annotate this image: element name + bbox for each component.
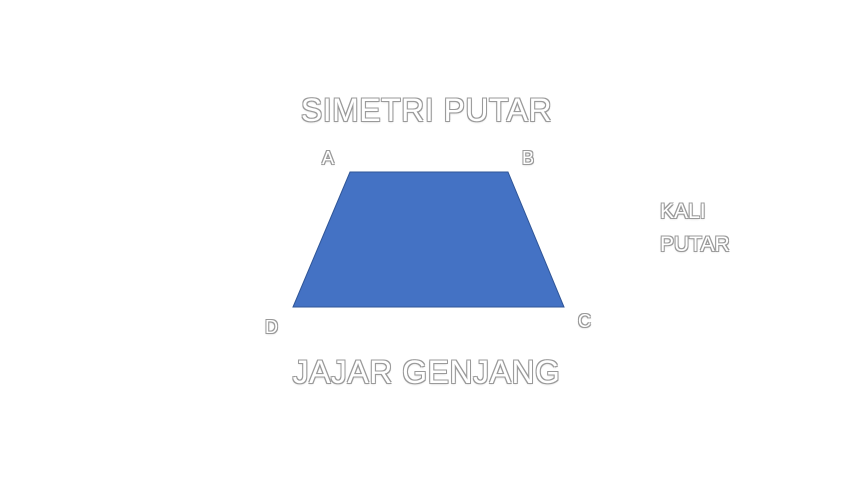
trapezoid-shape (292, 171, 565, 308)
diagram-title: SIMETRI PUTAR (300, 92, 553, 128)
diagram-subtitle: JAJAR GENJANG (292, 354, 561, 390)
side-note-line1: KALI (660, 200, 706, 223)
vertex-label-d: D (265, 317, 278, 337)
vertex-label-c: C (578, 311, 591, 331)
vertex-label-b: B (522, 148, 535, 168)
side-note: KALI PUTAR (660, 195, 730, 261)
vertex-label-a: A (322, 148, 335, 168)
side-note-line2: PUTAR (660, 233, 730, 256)
